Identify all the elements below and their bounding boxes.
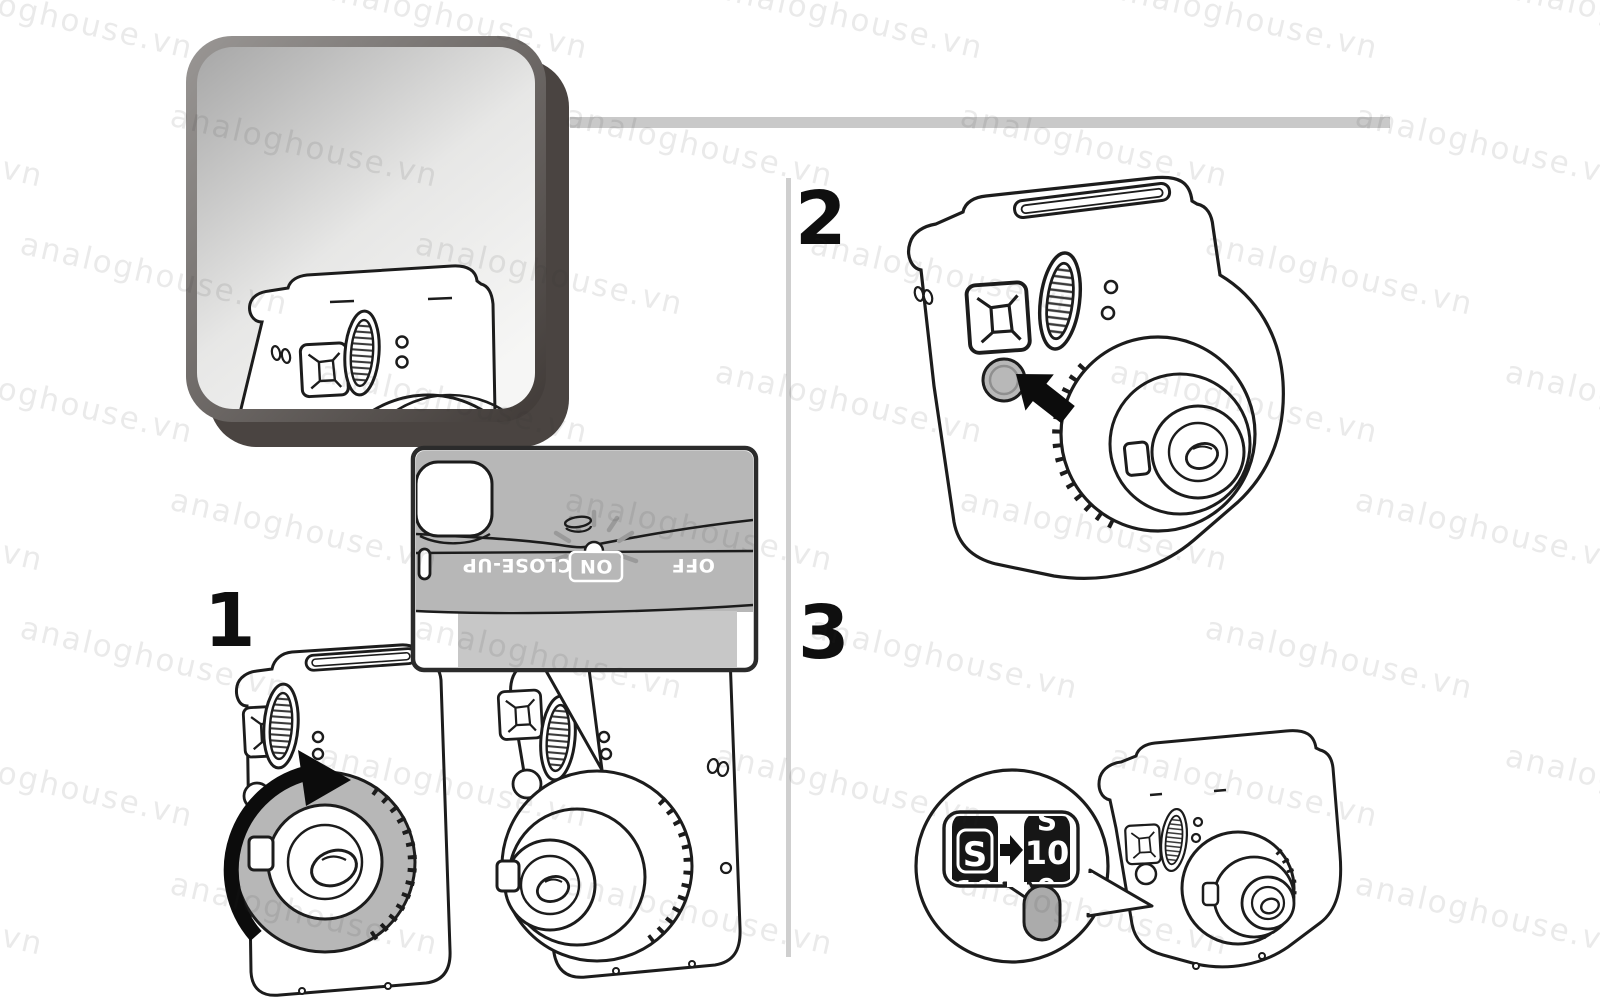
step3-camera: [1097, 729, 1343, 970]
press-shutter-arrow-icon: [1016, 374, 1075, 424]
step2-lens: [1052, 335, 1257, 533]
film-counter-callout: S 10 S 10 9: [914, 768, 1154, 964]
dial-label-off: OFF: [671, 554, 715, 576]
top-rule-bar: [570, 117, 1390, 128]
step-1-number: 1: [204, 578, 256, 664]
step-2-number: 2: [795, 176, 847, 262]
step-3-illustration: S 10 S 10 9: [914, 729, 1343, 970]
counter-after-peek-bottom: 9: [1037, 872, 1056, 905]
intro-panel: [186, 36, 569, 447]
counter-before-peek: 10: [956, 874, 995, 907]
counter-before: S: [963, 835, 988, 875]
step1-camera-open: [495, 635, 742, 979]
step-2-illustration: [907, 175, 1285, 580]
step3-lens: [1180, 830, 1297, 946]
step2-camera: [907, 175, 1285, 580]
step-1-illustration: CLOSE-UP ON OFF: [223, 445, 759, 997]
counter-window: [1022, 884, 1062, 942]
counter-after-peek-top: S: [1037, 804, 1057, 837]
step1-camera-closed: [223, 643, 452, 997]
closed-lens: [233, 770, 417, 954]
extended-lens: [495, 769, 694, 963]
step-3-number: 3: [798, 590, 850, 676]
counter-change-arrow-icon: [1000, 835, 1023, 865]
rotate-lens-arrow-icon: [223, 750, 351, 941]
lens-dial-inset: CLOSE-UP ON OFF: [410, 445, 759, 673]
counter-after: 10: [1025, 834, 1070, 872]
dial-label-on: ON: [579, 555, 612, 577]
panel-camera: [238, 264, 535, 409]
column-divider: [786, 178, 791, 957]
dial-label-close-up: CLOSE-UP: [462, 554, 571, 576]
